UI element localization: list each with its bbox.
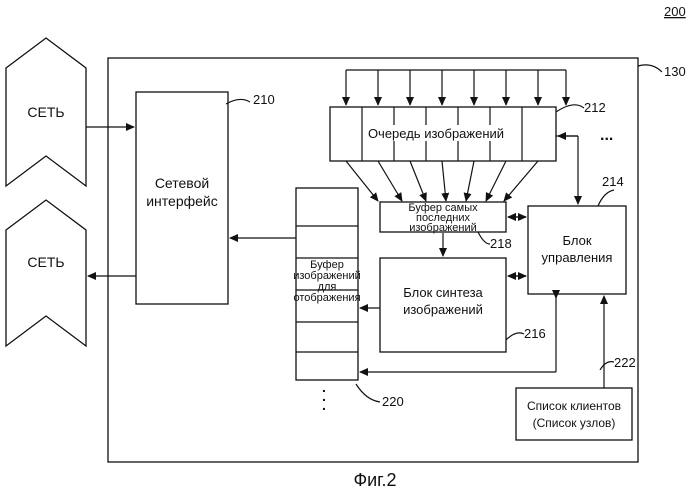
control-line1: Блок xyxy=(562,233,591,248)
latest-buffer-line3: изображений xyxy=(409,222,477,234)
figure-number: 200 xyxy=(664,4,686,19)
display-buffer-dots-3: . xyxy=(322,397,326,413)
network-interface-line1: Сетевой xyxy=(155,175,209,191)
queue-continuation-dots: ... xyxy=(600,127,613,144)
network-in-label: СЕТЬ xyxy=(27,104,64,120)
client-list-ref: 222 xyxy=(614,355,636,370)
network-interface-ref: 210 xyxy=(253,92,275,107)
network-out-label: СЕТЬ xyxy=(27,254,64,270)
control-ref: 214 xyxy=(602,174,624,189)
network-interface-line2: интерфейс xyxy=(146,193,218,209)
image-queue: Очередь изображений xyxy=(330,107,556,161)
client-list-box xyxy=(516,388,632,440)
client-list-line2: (Список узлов) xyxy=(533,416,616,430)
image-queue-ref: 212 xyxy=(584,100,606,115)
image-queue-label: Очередь изображений xyxy=(368,126,504,141)
synthesis-ref: 216 xyxy=(524,326,546,341)
latest-buffer-ref: 218 xyxy=(490,236,512,251)
control-line2: управления xyxy=(542,250,613,265)
display-buffer-line4: отображения xyxy=(293,292,360,304)
display-buffer-ref: 220 xyxy=(382,394,404,409)
synthesis-line2: изображений xyxy=(403,302,483,317)
client-list-line1: Список клиентов xyxy=(527,399,621,413)
display-buffer-stack: Буфер изображений для отображения xyxy=(293,188,361,380)
network-out-shape: СЕТЬ xyxy=(6,200,86,346)
figure-caption: Фиг.2 xyxy=(353,470,396,490)
network-in-shape: СЕТЬ xyxy=(6,38,86,186)
device-ref: 130 xyxy=(664,64,686,79)
synthesis-line1: Блок синтеза xyxy=(403,285,483,300)
